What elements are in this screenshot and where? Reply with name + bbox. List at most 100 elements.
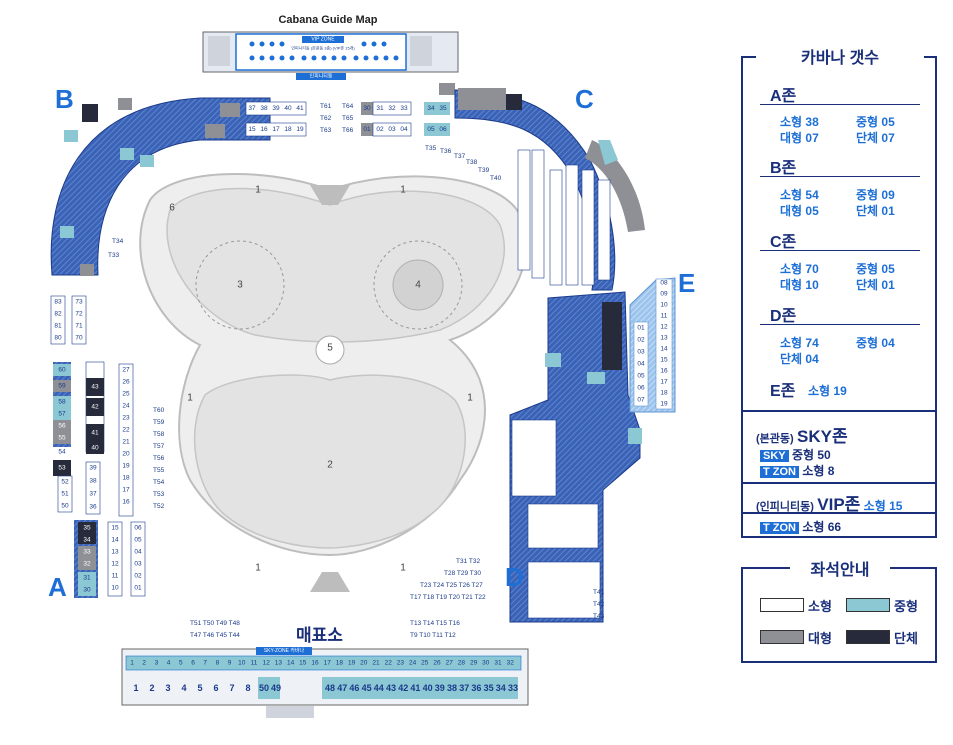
t44-47[interactable]: T47 T46 T45 T44 <box>190 632 240 639</box>
seat-a32[interactable]: 32 <box>83 561 91 568</box>
seat-a39[interactable]: 39 <box>89 465 97 472</box>
seat-e19[interactable]: 19 <box>660 401 668 408</box>
sky-seat-43[interactable]: 43 <box>386 683 396 693</box>
t40[interactable]: T40 <box>490 175 502 182</box>
seat-e15[interactable]: 15 <box>660 357 668 364</box>
seat-a59[interactable]: 59 <box>58 383 66 390</box>
t33[interactable]: T33 <box>108 252 120 259</box>
sky-seat-26[interactable]: 26 <box>433 660 441 667</box>
sky-seat-5[interactable]: 5 <box>179 660 183 667</box>
seat-b72[interactable]: 72 <box>75 311 83 318</box>
seat-a12[interactable]: 12 <box>111 561 119 568</box>
sky-seat-19[interactable]: 19 <box>348 660 356 667</box>
seat-a41[interactable]: 41 <box>91 430 99 437</box>
seat-a20[interactable]: 20 <box>122 451 130 458</box>
sky-seat-22[interactable]: 22 <box>385 660 393 667</box>
t53[interactable]: T53 <box>153 491 165 498</box>
seat-a51[interactable]: 51 <box>61 491 69 498</box>
sky-seat-48[interactable]: 48 <box>325 683 335 693</box>
seat-b81[interactable]: 81 <box>54 323 62 330</box>
sky-seat-1[interactable]: 1 <box>130 660 134 667</box>
sky-seat-18[interactable]: 18 <box>336 660 344 667</box>
tzone-seat-7[interactable]: 7 <box>229 683 234 693</box>
tzone-seat-1[interactable]: 1 <box>133 683 138 693</box>
t62[interactable]: T62 <box>320 115 332 122</box>
sky-seat-17[interactable]: 17 <box>324 660 332 667</box>
seat-b16[interactable]: 16 <box>260 126 268 133</box>
seat-e13[interactable]: 13 <box>660 335 668 342</box>
t54[interactable]: T54 <box>153 479 165 486</box>
seat-a57[interactable]: 57 <box>58 411 66 418</box>
sky-seat-39[interactable]: 39 <box>435 683 445 693</box>
seat-a22[interactable]: 22 <box>122 427 130 434</box>
sky-seat-27[interactable]: 27 <box>446 660 454 667</box>
seat-c03[interactable]: 03 <box>388 126 396 133</box>
seat-e12[interactable]: 12 <box>660 324 668 331</box>
seat-a40[interactable]: 40 <box>91 445 99 452</box>
t37[interactable]: T37 <box>454 153 466 160</box>
t55[interactable]: T55 <box>153 467 165 474</box>
seat-a13[interactable]: 13 <box>111 549 119 556</box>
sky-seat-21[interactable]: 21 <box>372 660 380 667</box>
tzone-seat-2[interactable]: 2 <box>149 683 154 693</box>
seat-a02[interactable]: 02 <box>134 573 142 580</box>
t9-12[interactable]: T9 T10 T11 T12 <box>410 632 456 639</box>
sky-seat-8[interactable]: 8 <box>216 660 220 667</box>
sky-seat-6[interactable]: 6 <box>191 660 195 667</box>
sky-seat-3[interactable]: 3 <box>155 660 159 667</box>
seat-a01[interactable]: 01 <box>134 585 142 592</box>
t31-32[interactable]: T31 T32 <box>456 558 480 565</box>
seat-a43[interactable]: 43 <box>91 384 99 391</box>
sky-seat-30[interactable]: 30 <box>482 660 490 667</box>
seat-a27[interactable]: 27 <box>122 367 130 374</box>
seat-e03[interactable]: 03 <box>637 349 645 356</box>
t28-30[interactable]: T28 T29 T30 <box>444 570 481 577</box>
sky-seat-25[interactable]: 25 <box>421 660 429 667</box>
t35[interactable]: T35 <box>425 145 437 152</box>
seat-a06[interactable]: 06 <box>134 525 142 532</box>
sky-seat-28[interactable]: 28 <box>458 660 466 667</box>
t36[interactable]: T36 <box>440 148 452 155</box>
seat-e07[interactable]: 07 <box>637 397 645 404</box>
sky-seat-49[interactable]: 49 <box>271 683 281 693</box>
seat-a55[interactable]: 55 <box>58 435 66 442</box>
seat-a21[interactable]: 21 <box>122 439 130 446</box>
seat-e08[interactable]: 08 <box>660 280 668 287</box>
seat-b71[interactable]: 71 <box>75 323 83 330</box>
t48-51[interactable]: T51 T50 T49 T48 <box>190 620 240 627</box>
seat-c34[interactable]: 34 <box>427 105 435 112</box>
sky-seat-38[interactable]: 38 <box>447 683 457 693</box>
seat-b73[interactable]: 73 <box>75 299 83 306</box>
t38[interactable]: T38 <box>466 159 478 166</box>
seat-a03[interactable]: 03 <box>134 561 142 568</box>
seat-a25[interactable]: 25 <box>122 391 130 398</box>
seat-c35[interactable]: 35 <box>439 105 447 112</box>
seat-a33[interactable]: 33 <box>83 549 91 556</box>
seat-c01[interactable]: 01 <box>363 126 371 133</box>
seat-a14[interactable]: 14 <box>111 537 119 544</box>
seat-e02[interactable]: 02 <box>637 337 645 344</box>
seat-a56[interactable]: 56 <box>58 423 66 430</box>
seat-c30[interactable]: 30 <box>363 105 371 112</box>
t61[interactable]: T61 <box>320 103 332 110</box>
sky-seat-31[interactable]: 31 <box>494 660 502 667</box>
seat-a04[interactable]: 04 <box>134 549 142 556</box>
t56[interactable]: T56 <box>153 455 165 462</box>
t13-16[interactable]: T13 T14 T15 T16 <box>410 620 460 627</box>
seat-a23[interactable]: 23 <box>122 415 130 422</box>
seat-e01[interactable]: 01 <box>637 325 645 332</box>
seat-a60[interactable]: 60 <box>58 367 66 374</box>
seat-b15[interactable]: 15 <box>248 126 256 133</box>
t64[interactable]: T64 <box>342 103 354 110</box>
sky-seat-36[interactable]: 36 <box>471 683 481 693</box>
seat-a05[interactable]: 05 <box>134 537 142 544</box>
t23-27[interactable]: T23 T24 T25 T26 T27 <box>420 582 483 589</box>
seat-b38[interactable]: 38 <box>260 105 268 112</box>
sky-seat-15[interactable]: 15 <box>299 660 307 667</box>
seat-a19[interactable]: 19 <box>122 463 130 470</box>
seat-e14[interactable]: 14 <box>660 346 668 353</box>
tzone-seat-6[interactable]: 6 <box>213 683 218 693</box>
sky-seat-50[interactable]: 50 <box>259 683 269 693</box>
seat-e18[interactable]: 18 <box>660 390 668 397</box>
seat-b41[interactable]: 41 <box>296 105 304 112</box>
